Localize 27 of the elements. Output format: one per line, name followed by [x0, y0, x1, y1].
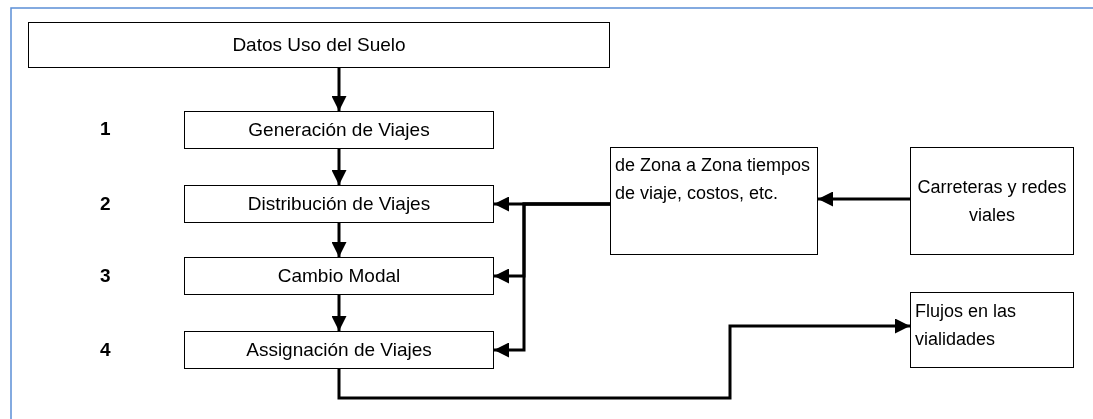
box-text: Datos Uso del Suelo: [232, 34, 406, 56]
arrow: [331, 149, 347, 185]
box-text: Cambio Modal: [277, 265, 401, 287]
box-text: Distribución de Viajes: [247, 193, 431, 215]
box-text: Flujos en las vialidades: [915, 300, 1018, 351]
process-box: [184, 257, 494, 295]
arrow: [494, 202, 610, 358]
process-box: [910, 292, 1074, 368]
step-number: 1: [100, 118, 111, 140]
process-box: [184, 185, 494, 223]
process-box: [184, 331, 494, 369]
arrow: [331, 295, 347, 331]
step-number: 4: [100, 339, 111, 361]
box-text: Generación de Viajes: [248, 119, 430, 141]
step-number: 3: [100, 265, 111, 287]
process-box: [184, 111, 494, 149]
step-number: 2: [100, 193, 111, 215]
process-box: [28, 22, 610, 68]
arrow: [818, 191, 910, 207]
process-box: [910, 147, 1074, 255]
process-box: [610, 147, 818, 255]
arrow: [331, 68, 347, 111]
arrow: [337, 318, 910, 400]
box-text: Carreteras y redes viales: [916, 176, 1068, 227]
arrow: [331, 223, 347, 257]
box-text: de Zona a Zona tiempos de viaje, costos, etc.: [615, 154, 812, 205]
box-text: Assignación de Viajes: [246, 339, 432, 361]
